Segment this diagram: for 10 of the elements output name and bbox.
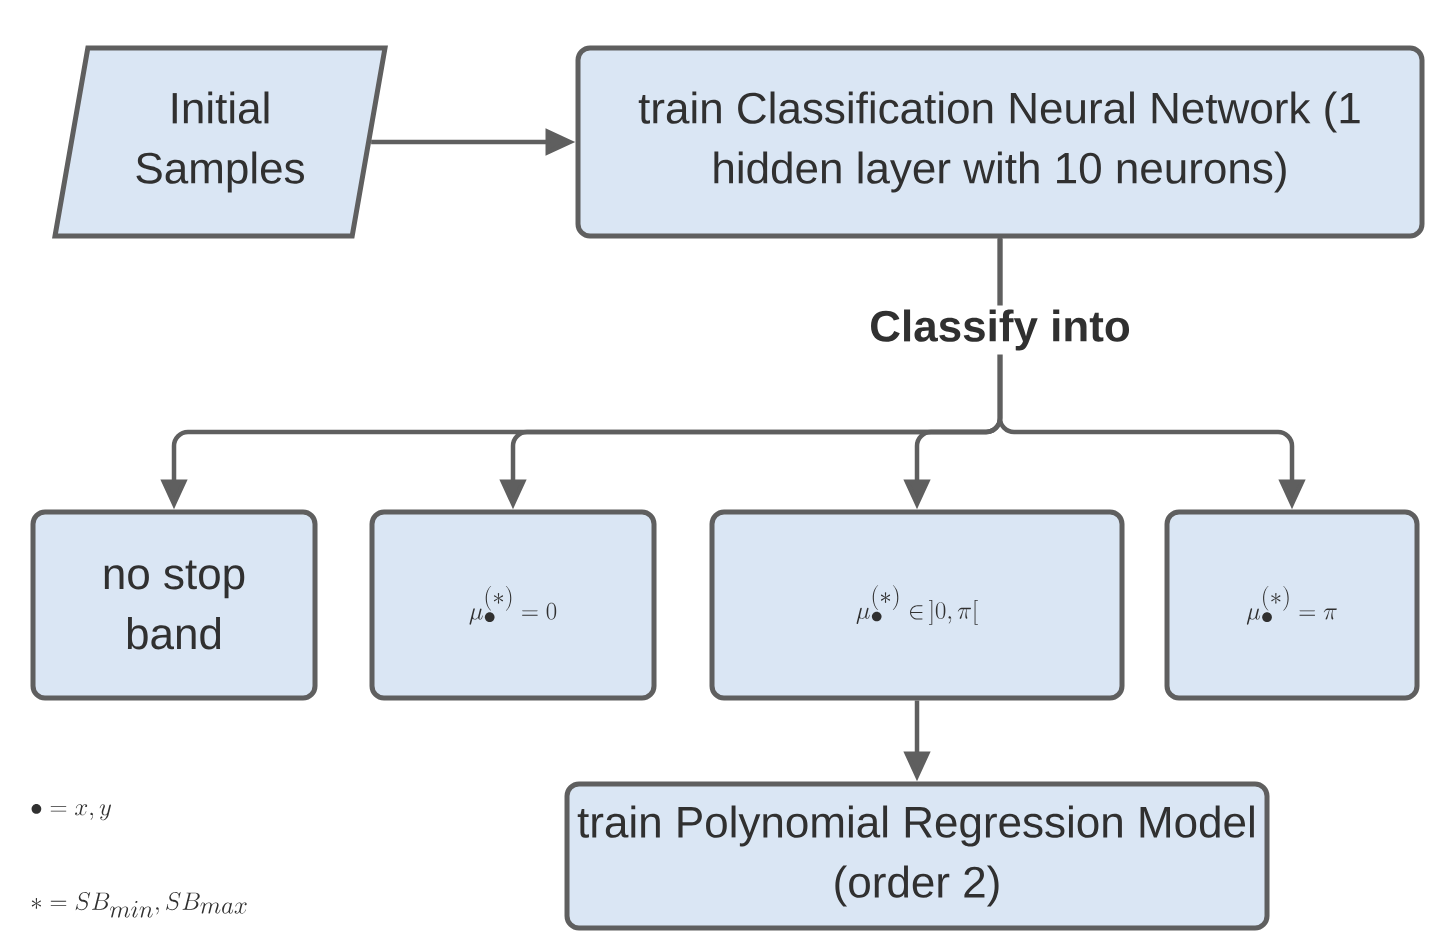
edge-label: Classify into	[865, 305, 1135, 355]
process-box: $\mu_{\bullet}^{(*)} = \pi$	[1164, 509, 1420, 701]
process-box: train Classification Neural Network (1 hidden layer with 10 neurons)	[575, 45, 1425, 239]
process-box: $\mu_{\bullet}^{(*)} = 0$	[369, 509, 657, 701]
process-box: train Polynomial Regression Model (order 2)	[564, 781, 1270, 931]
process-box: $\mu_{\bullet}^{(*)} \in \, ]0, \pi[$	[709, 509, 1125, 701]
process-box: no stop band	[30, 509, 318, 701]
legend-note: $* = SB_{min}, SB_{max}$	[31, 892, 247, 918]
input-parallelogram: Initial Samples	[52, 45, 388, 239]
legend-note: $\bullet = x, y$	[31, 804, 111, 821]
